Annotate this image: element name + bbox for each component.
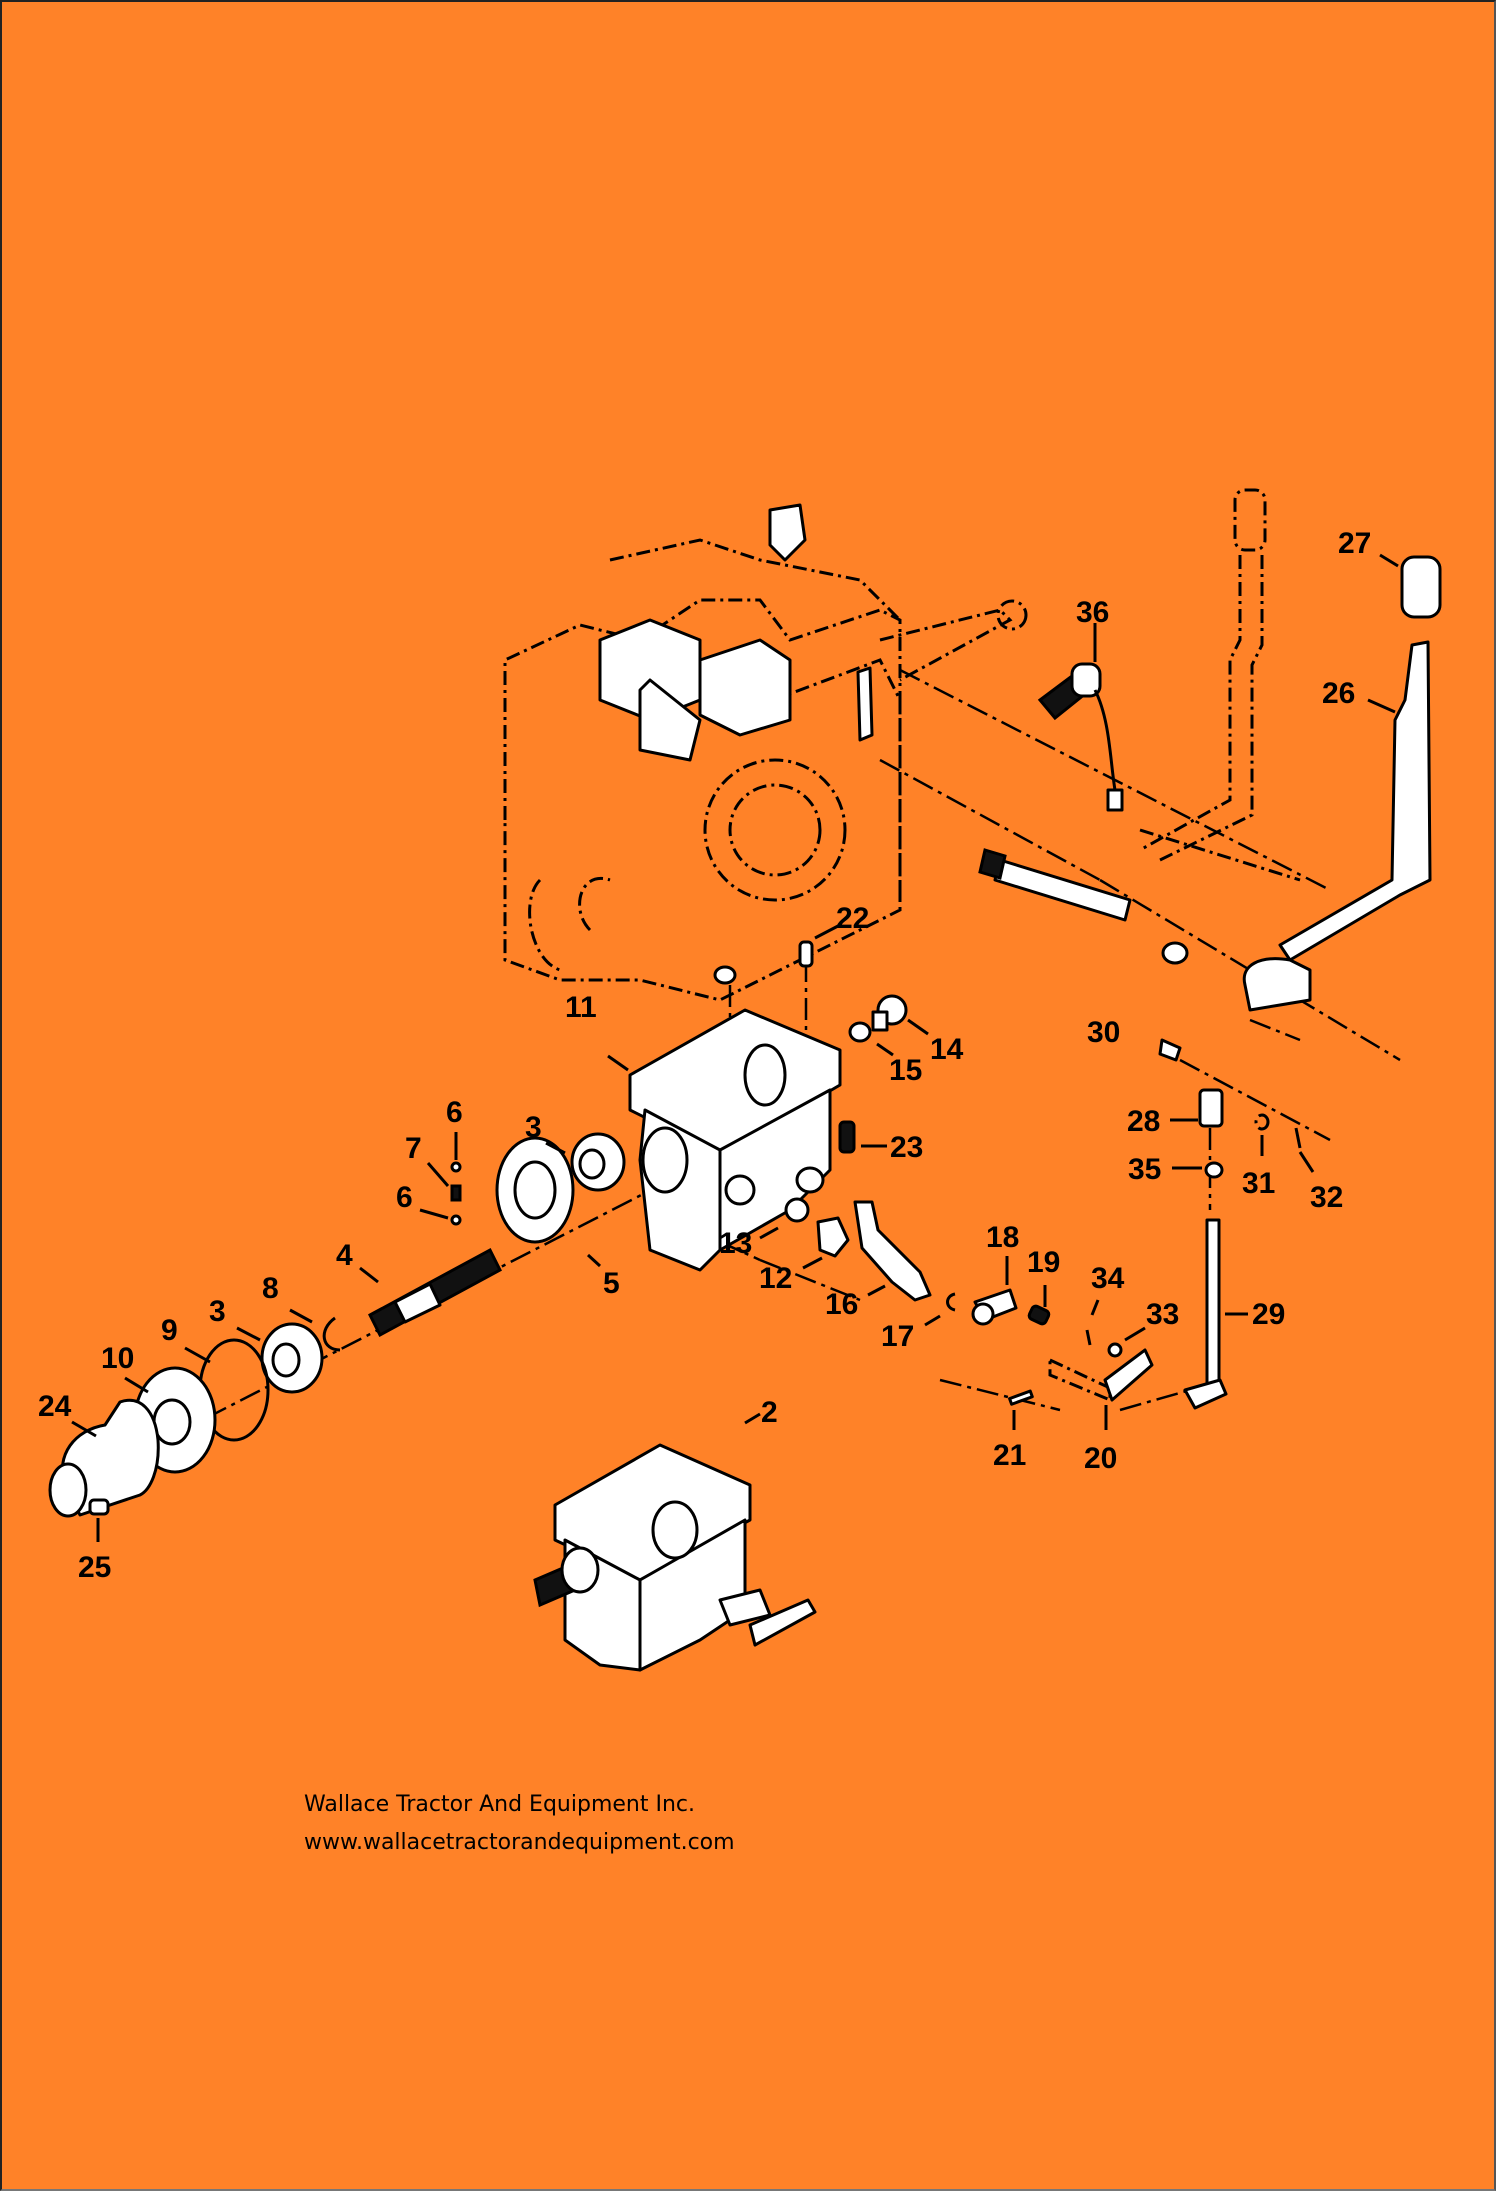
part-27-knob <box>1379 553 1442 619</box>
part-29-rod <box>1183 1218 1248 1410</box>
part-6-ball-bottom <box>419 1208 462 1226</box>
label-27: 27 <box>1338 527 1371 560</box>
part-23-bolt <box>838 1120 887 1154</box>
part-31-washer <box>1254 1113 1270 1156</box>
part-24-housing <box>48 1398 160 1518</box>
ghost-lever <box>1139 488 1301 882</box>
part-16-shift-shaft <box>853 1200 932 1302</box>
callout-labels: 27 26 36 22 11 14 15 23 30 28 35 31 32 6… <box>38 527 1371 1584</box>
label-29: 29 <box>1252 1298 1285 1331</box>
part-3-bearing-right <box>545 1132 626 1192</box>
label-7: 7 <box>405 1132 422 1165</box>
label-24: 24 <box>38 1390 72 1423</box>
label-36: 36 <box>1076 596 1109 629</box>
part-8-snap-ring <box>289 1308 341 1352</box>
label-3-left: 3 <box>209 1295 226 1328</box>
label-21: 21 <box>993 1439 1026 1472</box>
part-21-pin <box>1008 1389 1034 1430</box>
part-33-washer <box>1107 1326 1146 1358</box>
part-6-ball-top <box>450 1132 462 1173</box>
label-10: 10 <box>101 1342 134 1375</box>
part-15-washer <box>848 1021 894 1057</box>
part-13-washer <box>759 1197 810 1240</box>
label-34: 34 <box>1091 1262 1125 1295</box>
footer-company-name: Wallace Tractor And Equipment Inc. <box>304 1792 695 1817</box>
label-32: 32 <box>1310 1181 1343 1214</box>
label-22: 22 <box>836 902 869 935</box>
part-19-bolt <box>1027 1285 1051 1326</box>
label-15: 15 <box>889 1054 922 1087</box>
part-20-shaft <box>1048 1348 1154 1430</box>
label-33: 33 <box>1146 1298 1179 1331</box>
part-4-shaft <box>359 1247 502 1338</box>
label-30: 30 <box>1087 1016 1120 1049</box>
part-3-bearing-left <box>236 1322 324 1394</box>
part-35-nut <box>1172 1161 1224 1179</box>
part-12-plug <box>802 1216 850 1270</box>
label-19: 19 <box>1027 1246 1060 1279</box>
label-3-right: 3 <box>525 1111 542 1144</box>
label-6-bottom: 6 <box>396 1181 413 1214</box>
label-35: 35 <box>1128 1153 1161 1186</box>
label-23: 23 <box>890 1131 923 1164</box>
label-31: 31 <box>1242 1167 1275 1200</box>
label-18: 18 <box>986 1221 1019 1254</box>
part-34-pin <box>1085 1299 1100 1346</box>
part-14-plug <box>871 994 929 1036</box>
part-2-gearbox-assembly <box>533 1412 817 1672</box>
shift-shaft <box>978 848 1189 965</box>
part-17-clip <box>924 1292 956 1327</box>
part-7-spring <box>426 1162 462 1202</box>
part-26-lever <box>1242 640 1432 1012</box>
part-30-bolt <box>1158 1038 1182 1062</box>
label-13: 13 <box>719 1227 752 1260</box>
label-6-top: 6 <box>446 1096 463 1129</box>
footer-website-link[interactable]: www.wallacetractorandequipment.com <box>304 1830 735 1855</box>
label-2: 2 <box>761 1396 778 1429</box>
part-25-bolt <box>88 1498 110 1542</box>
label-14: 14 <box>930 1033 964 1066</box>
label-4: 4 <box>336 1239 353 1272</box>
part-36-switch <box>1037 623 1124 812</box>
label-9: 9 <box>161 1314 178 1347</box>
part-18-arm <box>971 1256 1018 1326</box>
label-16: 16 <box>825 1288 858 1321</box>
label-17: 17 <box>881 1320 914 1353</box>
part-28-clevis <box>1170 1088 1224 1128</box>
label-5: 5 <box>603 1267 620 1300</box>
label-25: 25 <box>78 1551 111 1584</box>
label-12: 12 <box>759 1262 792 1295</box>
part-5-gear <box>495 1136 602 1268</box>
part-32-pin <box>1294 1127 1315 1173</box>
label-11: 11 <box>565 991 597 1024</box>
label-28: 28 <box>1127 1105 1160 1138</box>
label-26: 26 <box>1322 677 1355 710</box>
transmission-housing <box>503 503 1028 1002</box>
part-11-case <box>607 1008 842 1272</box>
label-8: 8 <box>262 1272 279 1305</box>
part-22-dowel <box>798 924 839 968</box>
label-20: 20 <box>1084 1442 1117 1475</box>
